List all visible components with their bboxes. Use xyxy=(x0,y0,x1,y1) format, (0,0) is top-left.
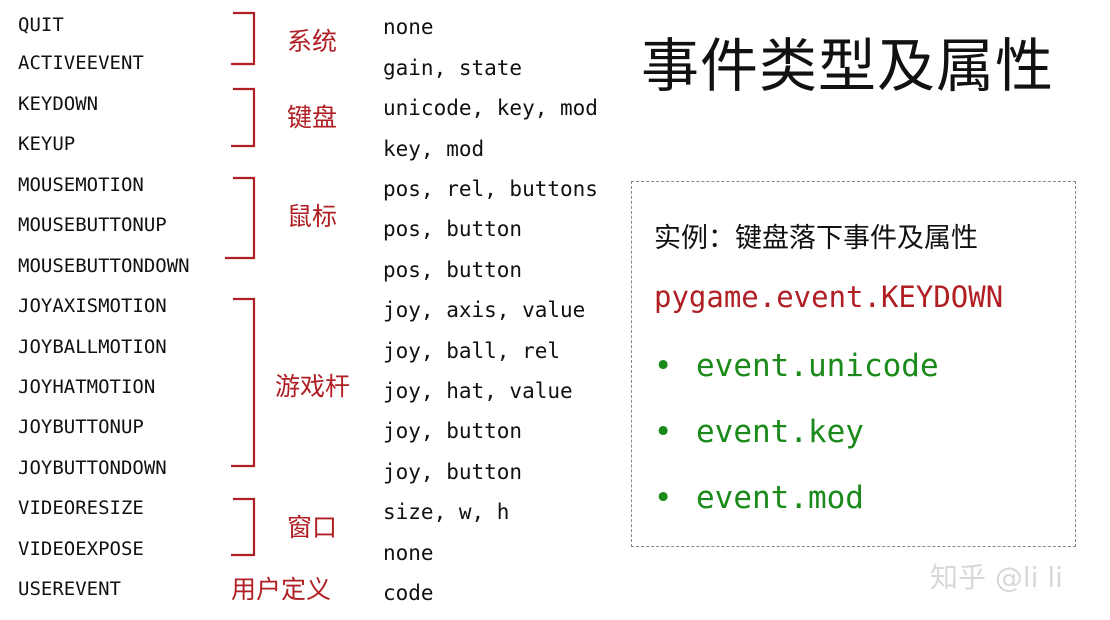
bullet-icon: • xyxy=(654,480,673,516)
event-attrs-joybuttonup: joy, button xyxy=(383,419,523,443)
event-attrs-keydown: unicode, key, mod xyxy=(383,96,598,120)
example-item-key: • event.key xyxy=(654,414,864,450)
bracket-joystick xyxy=(231,297,256,468)
event-attrs-joybuttondown: joy, button xyxy=(383,460,523,484)
category-mouse: 鼠标 xyxy=(287,202,338,231)
watermark: 知乎 @li li xyxy=(930,561,1063,594)
example-item-label: event.mod xyxy=(696,480,864,516)
bullet-icon: • xyxy=(654,414,673,450)
event-name-keyup: KEYUP xyxy=(18,133,76,155)
category-window: 窗口 xyxy=(287,513,338,542)
category-user: 用户定义 xyxy=(231,575,332,604)
example-item-label: event.unicode xyxy=(696,348,939,384)
event-attrs-activeevent: gain, state xyxy=(383,56,523,80)
bullet-icon: • xyxy=(654,348,673,384)
category-keyboard: 键盘 xyxy=(287,103,338,132)
event-name-joybuttonup: JOYBUTTONUP xyxy=(18,416,144,438)
event-attrs-userevent: code xyxy=(383,581,434,605)
example-item-unicode: • event.unicode xyxy=(654,348,939,384)
bracket-keyboard xyxy=(231,87,256,148)
example-item-mod: • event.mod xyxy=(654,480,864,516)
event-name-videoresize: VIDEORESIZE xyxy=(18,497,144,519)
category-joystick: 游戏杆 xyxy=(275,372,351,401)
event-attrs-joyhatmotion: joy, hat, value xyxy=(383,379,573,403)
event-attrs-videoresize: size, w, h xyxy=(383,500,510,524)
event-name-userevent: USEREVENT xyxy=(18,578,121,600)
event-name-keydown: KEYDOWN xyxy=(18,93,99,115)
event-name-mousebuttondown: MOUSEBUTTONDOWN xyxy=(18,255,190,277)
category-brackets xyxy=(225,11,256,557)
event-attrs-mousebuttondown: pos, button xyxy=(383,258,523,282)
event-name-joyhatmotion: JOYHATMOTION xyxy=(18,376,156,398)
event-name-quit: QUIT xyxy=(18,14,64,36)
event-attrs-quit: none xyxy=(383,15,434,39)
example-code: pygame.event.KEYDOWN xyxy=(654,280,1004,314)
bracket-system xyxy=(231,11,256,66)
event-attrs-keyup: key, mod xyxy=(383,137,485,161)
page-title: 事件类型及属性 xyxy=(641,32,1055,100)
event-name-joyballmotion: JOYBALLMOTION xyxy=(18,336,167,358)
bracket-window xyxy=(231,497,256,557)
event-attrs-videoexpose: none xyxy=(383,541,434,565)
event-attrs-mousemotion: pos, rel, buttons xyxy=(383,177,598,201)
event-attrs-joyballmotion: joy, ball, rel xyxy=(383,339,561,363)
event-attrs-mousebuttonup: pos, button xyxy=(383,217,523,241)
event-name-joyaxismotion: JOYAXISMOTION xyxy=(18,295,167,317)
event-name-joybuttondown: JOYBUTTONDOWN xyxy=(18,457,167,479)
event-attrs-joyaxismotion: joy, axis, value xyxy=(383,298,586,322)
event-name-activeevent: ACTIVEEVENT xyxy=(18,52,144,74)
bracket-mouse xyxy=(225,176,256,260)
example-heading: 实例：键盘落下事件及属性 xyxy=(654,223,978,254)
event-name-videoexpose: VIDEOEXPOSE xyxy=(18,538,144,560)
example-item-label: event.key xyxy=(696,414,864,450)
category-system: 系统 xyxy=(287,27,338,56)
example-box: 实例：键盘落下事件及属性 pygame.event.KEYDOWN • event… xyxy=(631,181,1076,547)
event-name-mousemotion: MOUSEMOTION xyxy=(18,174,144,196)
event-name-mousebuttonup: MOUSEBUTTONUP xyxy=(18,214,167,236)
